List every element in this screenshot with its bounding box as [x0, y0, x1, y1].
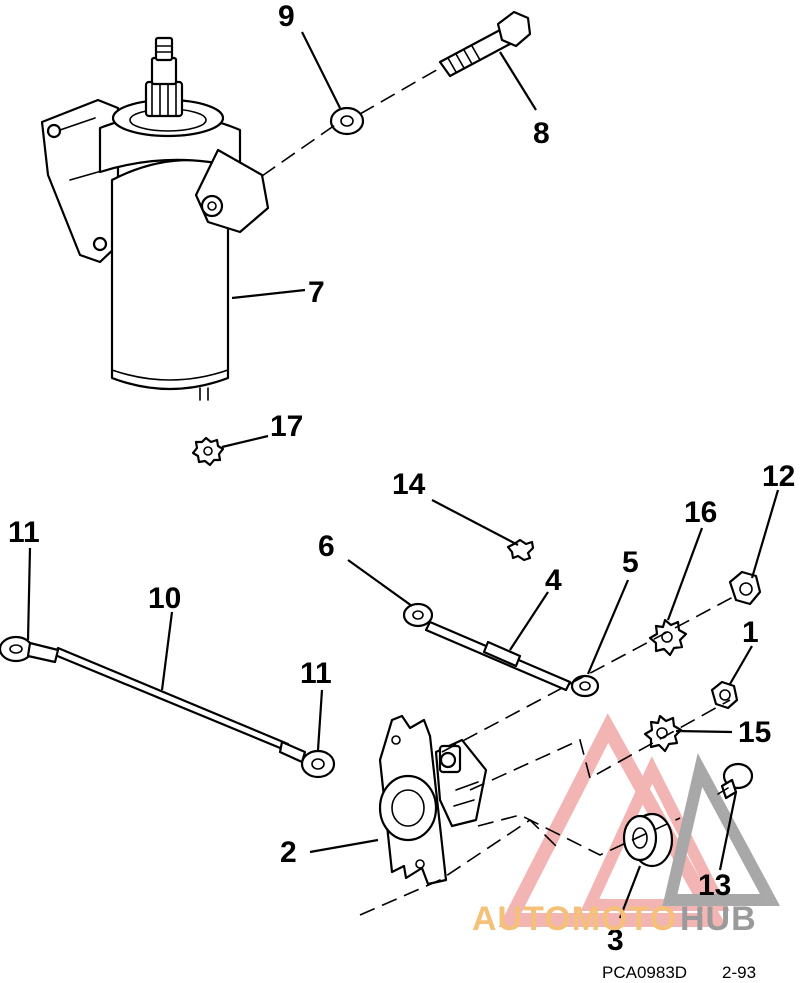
callout-11-right: 11: [300, 657, 332, 690]
callout-2: 2: [280, 836, 297, 869]
callout-16: 16: [684, 496, 717, 529]
callout-12: 12: [762, 460, 795, 493]
figure-date: 2-93: [722, 963, 756, 982]
callout-8: 8: [533, 117, 550, 150]
cable-4: [402, 602, 600, 698]
callout-10: 10: [148, 582, 181, 615]
callout-15: 15: [738, 716, 771, 749]
grommet-3: [622, 812, 674, 868]
callout-5: 5: [622, 546, 639, 579]
callout-3: 3: [607, 924, 624, 957]
callout-1: 1: [742, 616, 759, 649]
nut-1: [710, 680, 739, 710]
assembly-lines: [261, 67, 736, 916]
leader-lines: [26, 31, 780, 919]
nut-12: [728, 570, 762, 606]
callout-6: 6: [318, 530, 335, 563]
washer-9: [329, 106, 365, 136]
watermark-text-primary: AUTOMOTO: [472, 900, 677, 938]
cable-10: [0, 635, 336, 779]
lock-washer-17: [191, 436, 225, 467]
callout-9: 9: [278, 0, 295, 33]
starter-motor: [40, 36, 270, 401]
bolt-8: [438, 10, 532, 78]
callout-7: 7: [308, 276, 325, 309]
lock-washer-16: [648, 618, 688, 657]
watermark-triangle-grey: [662, 753, 781, 906]
figure-code: PCA0983D: [602, 963, 687, 982]
callout-labels: 9 8 7 17 14 12 16 11 6 4 5 10 1 11 15 2 …: [8, 0, 795, 957]
callout-4: 4: [545, 564, 562, 597]
lock-washer-15: [643, 714, 683, 753]
nut-14: [506, 538, 535, 562]
callout-14: 14: [392, 468, 426, 501]
callout-11-left: 11: [8, 516, 40, 549]
callout-17: 17: [270, 410, 303, 443]
watermark-text-secondary: HUB: [680, 900, 757, 938]
watermark-text: AUTOMOTO HUB: [472, 900, 757, 938]
solenoid-bracket: [378, 714, 488, 886]
callout-13: 13: [698, 869, 731, 902]
